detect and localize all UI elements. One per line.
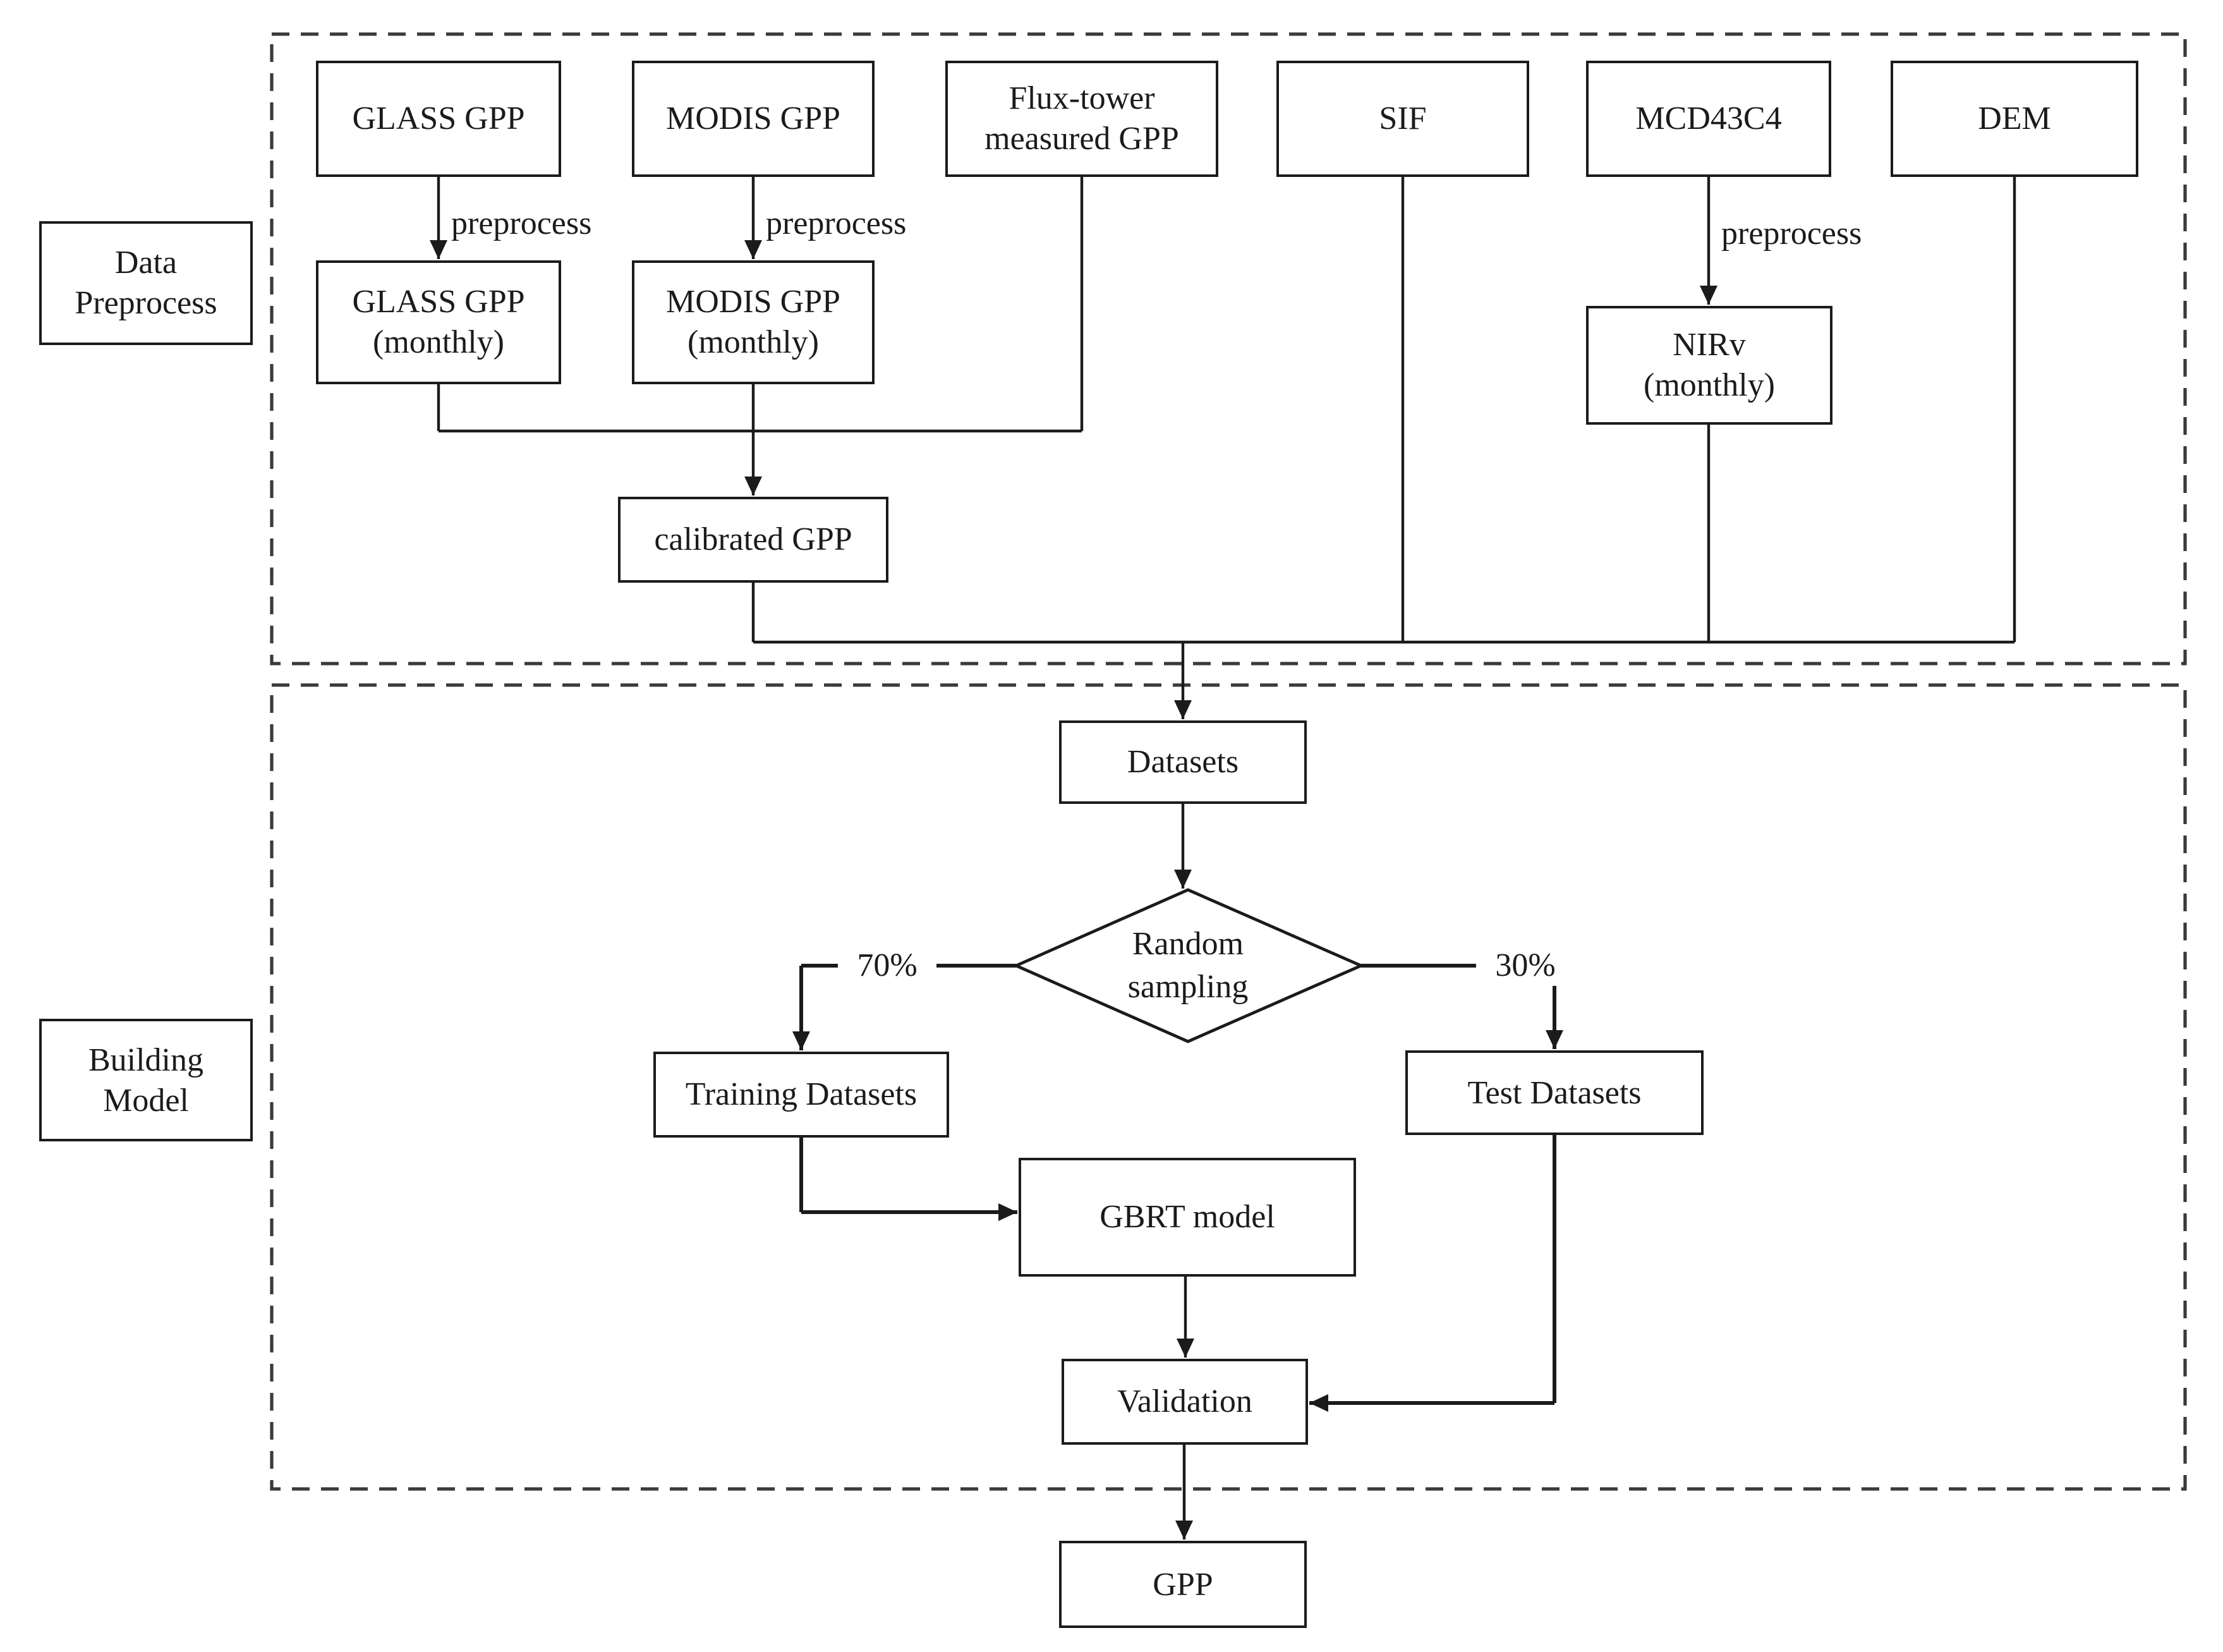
node-gpp: GPP (1059, 1541, 1307, 1628)
node-glass-gpp-monthly: GLASS GPP (monthly) (316, 260, 561, 384)
edge-label-preprocess-mcd43c4: preprocess (1721, 215, 1862, 252)
node-mcd43c4: MCD43C4 (1586, 61, 1831, 177)
edge-label-preprocess-glass: preprocess (451, 205, 592, 241)
node-calibrated-gpp: calibrated GPP (618, 497, 888, 583)
node-glass-gpp: GLASS GPP (316, 61, 561, 177)
node-dem: DEM (1891, 61, 2138, 177)
node-datasets: Datasets (1059, 720, 1307, 804)
section-frame-data-preprocess (270, 32, 2187, 665)
node-test-datasets: Test Datasets (1405, 1050, 1704, 1135)
node-training-datasets: Training Datasets (653, 1052, 949, 1138)
node-modis-gpp-monthly: MODIS GPP (monthly) (632, 260, 875, 384)
node-random-sampling-label: Random sampling (1127, 925, 1249, 1005)
section-label-data-preprocess: Data Preprocess (39, 221, 253, 345)
node-sif: SIF (1276, 61, 1529, 177)
node-nirv-monthly: NIRv (monthly) (1586, 306, 1832, 425)
section-frame-building-model (270, 683, 2187, 1491)
random-sampling-diamond (1012, 888, 1365, 1043)
node-flux-tower-measured-gpp: Flux-tower measured GPP (945, 61, 1218, 177)
edge-label-split-70: 70% (838, 945, 936, 986)
edge-label-split-30: 30% (1476, 945, 1575, 986)
node-validation: Validation (1062, 1359, 1308, 1445)
node-gbrt-model: GBRT model (1019, 1158, 1356, 1277)
edge-label-preprocess-modis: preprocess (766, 205, 907, 241)
section-label-building-model: Building Model (39, 1019, 253, 1141)
node-modis-gpp: MODIS GPP (632, 61, 875, 177)
